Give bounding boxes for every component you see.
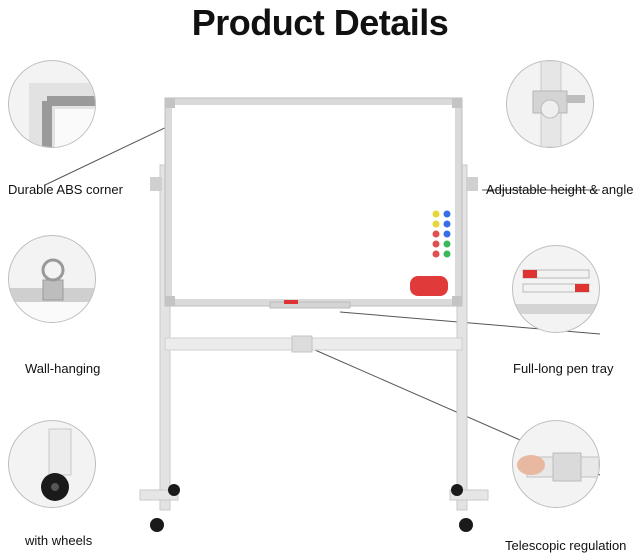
left-knob: [150, 177, 162, 191]
label-wheels: with wheels: [25, 533, 93, 548]
frame-corner: [452, 296, 462, 306]
hook-icon: [9, 258, 95, 322]
frame-corner: [165, 98, 175, 108]
corner-detail-icon: [29, 83, 95, 147]
label-wallhang: Wall-hanging: [25, 361, 101, 376]
page-title: Product Details: [191, 2, 449, 43]
callout-pentray: [512, 245, 600, 333]
wheel-left-back: [168, 484, 180, 496]
frame-corner: [165, 296, 175, 306]
label-telescopic: Telescopic regulation: [505, 538, 627, 553]
clamp-icon: [532, 61, 585, 147]
marker-icon: [513, 269, 599, 314]
callout-wheels: [8, 420, 96, 508]
label-pentray: Full-long pen tray: [513, 361, 614, 376]
board-surface: [172, 105, 455, 299]
telescopic-icon: [517, 452, 599, 482]
wheel-left-front: [150, 518, 164, 532]
callout-corner: [8, 60, 96, 148]
wheel-right-front: [459, 518, 473, 532]
callout-wallhang: [8, 235, 96, 323]
left-foot: [139, 489, 179, 501]
wheel-right-back: [451, 484, 463, 496]
pen-tray: [269, 301, 351, 309]
callout-adjust: [506, 60, 594, 148]
wheel-icon: [41, 428, 72, 501]
magnets: [432, 210, 451, 258]
callout-telescopic: [512, 420, 600, 508]
crossbar-joint: [291, 335, 313, 353]
label-adjust: Adjustable height & angle: [486, 182, 634, 197]
label-corner: Durable ABS corner: [8, 182, 123, 197]
frame-corner: [452, 98, 462, 108]
tray-marker: [284, 300, 298, 304]
right-knob: [466, 177, 478, 191]
right-foot: [449, 489, 489, 501]
crossbar: [164, 337, 463, 351]
eraser: [410, 276, 448, 296]
